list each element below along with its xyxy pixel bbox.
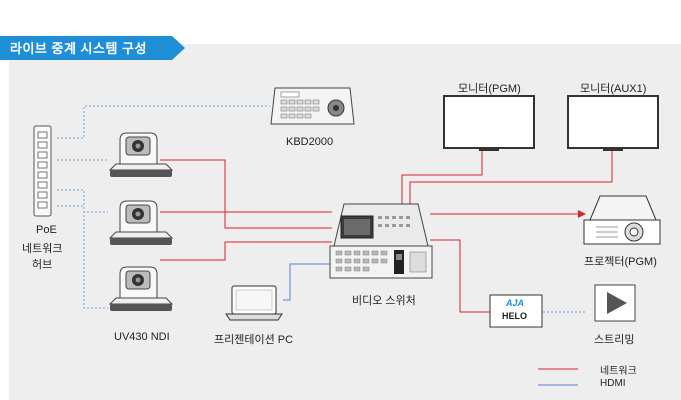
monitor-pgm — [443, 95, 535, 151]
legend-lines — [538, 368, 578, 386]
link-cam1-switcher — [160, 159, 332, 213]
video-switcher — [329, 203, 433, 279]
projector — [583, 195, 661, 245]
link-switcher-helo — [430, 239, 490, 313]
link-cam2-switcher — [160, 211, 332, 229]
title-tab — [0, 36, 185, 60]
camera-label: UV430 NDI — [114, 331, 170, 343]
switcher-label: 비디오 스위처 — [352, 295, 416, 307]
poe-hub-label-1: PoE — [36, 224, 57, 236]
ptz-camera-2 — [108, 200, 174, 245]
streaming-icon — [594, 284, 636, 322]
helo-label: HELO — [502, 311, 528, 321]
poe-hub-label-3: 허브 — [32, 259, 53, 271]
link-switcher-monitor-aux — [409, 150, 613, 204]
keyboard-controller — [270, 87, 355, 125]
pc-label: 프리젠테이션 PC — [214, 334, 294, 346]
helo-encoder — [489, 294, 543, 328]
monitor-aux-label: 모니터(AUX1) — [580, 83, 647, 95]
streaming-label: 스트리밍 — [594, 334, 635, 346]
ptz-camera-3 — [108, 266, 174, 311]
ptz-camera-1 — [108, 132, 174, 177]
link-switcher-monitor-pgm — [401, 150, 483, 204]
helo-brand-logo: AJA — [506, 298, 525, 308]
link-hub-cam2 — [57, 189, 108, 213]
keyboard-label: KBD2000 — [286, 136, 334, 148]
poe-hub-label-2: 네트워크 — [22, 243, 63, 255]
legend-hdmi-label: HDMI — [600, 378, 626, 389]
legend-network-label: 네트워크 — [600, 366, 637, 377]
link-hub-cam3 — [57, 205, 108, 309]
page-title: 라이브 중계 시스템 구성 — [10, 41, 147, 56]
monitor-aux — [567, 95, 659, 151]
poe-hub — [33, 125, 52, 217]
projector-label: 프로젝터(PGM) — [584, 256, 657, 268]
presentation-pc — [225, 285, 283, 321]
link-hub-keyboard — [57, 105, 270, 139]
link-pc-switcher — [283, 263, 330, 301]
link-cam3-switcher — [160, 241, 332, 261]
monitor-pgm-label: 모니터(PGM) — [458, 83, 521, 95]
